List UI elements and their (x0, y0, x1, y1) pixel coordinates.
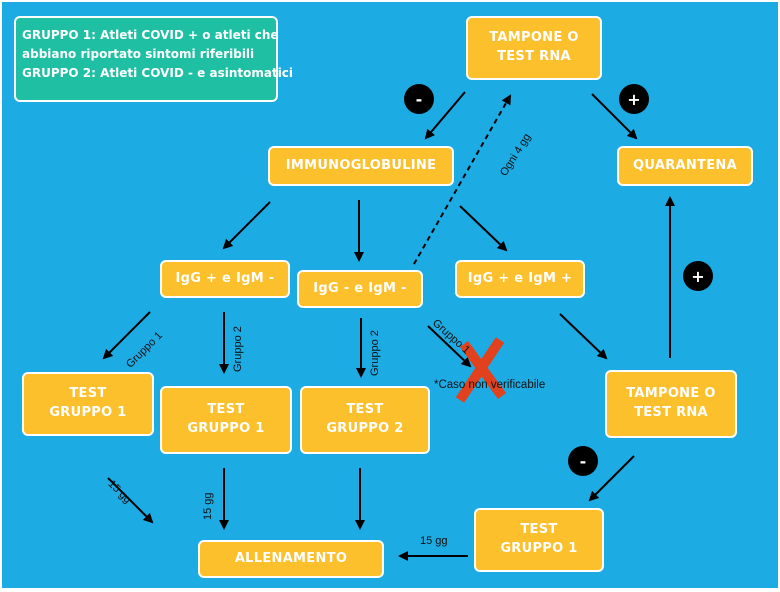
node-allenamento: ALLENAMENTO (198, 540, 384, 578)
node-igg-pos-igm-neg: IgG + e IgM - (160, 260, 290, 298)
label-15gg-mid: 15 gg (202, 492, 214, 520)
arrow-igg-pos-igm-pos-to-tampone (559, 313, 608, 360)
label-15gg-bottom: 15 gg (420, 535, 448, 547)
group-legend: GRUPPO 1: Atleti COVID + o atleti che ab… (14, 16, 294, 102)
node-igg-pos-igm-pos: IgG + e IgM + (455, 260, 585, 298)
label-caso-non-verificabile: *Caso non verificabile (434, 379, 546, 391)
arrow-immuno-to-igg-pos-igm-neg (222, 201, 271, 250)
node-test-gruppo1-mid: TEST GRUPPO 1 (160, 386, 292, 454)
node-quarantena: QUARANTENA (617, 146, 753, 186)
node-test-gruppo1-bottom: TEST GRUPPO 1 (474, 508, 604, 572)
arrow-igg-pos-to-test-g1-left (102, 311, 151, 360)
legend-line-1: GRUPPO 1: Atleti COVID + o atleti che (22, 28, 279, 42)
plus-sign-top: + (619, 84, 649, 114)
node-tampone-top: TAMPONE O TEST RNA (466, 16, 602, 80)
node-tampone-right: TAMPONE O TEST RNA (605, 370, 737, 438)
arrow-tampone-to-immunoglobuline (424, 91, 466, 140)
node-test-gruppo2: TEST GRUPPO 2 (300, 386, 430, 454)
legend-line-2: abbiano riportato sintomi riferibili (22, 47, 255, 62)
arrow-igg-neg-to-crossed (427, 325, 472, 368)
arrow-tampone-to-quarantena (591, 93, 638, 140)
not-verifiable-cross (455, 337, 507, 403)
arrow-tampone-right-to-test-g1-bottom (588, 455, 635, 502)
minus-sign-top: - (404, 84, 434, 114)
node-igg-neg-igm-neg: IgG - e IgM - (297, 270, 423, 308)
legend-line-3: GRUPPO 2: Atleti COVID - e asintomatici (22, 66, 294, 81)
arrow-immuno-to-igg-pos-igm-pos (459, 205, 508, 252)
node-immunoglobuline: IMMUNOGLOBULINE (268, 146, 454, 186)
label-gruppo2-center: Gruppo 2 (369, 330, 381, 376)
minus-sign-bottom: - (568, 446, 598, 476)
plus-sign-right: + (683, 261, 713, 291)
arrow-test-g1-left-to-allenamento (107, 477, 154, 524)
node-test-gruppo1-left: TEST GRUPPO 1 (22, 372, 154, 436)
label-gruppo2-mid: Gruppo 2 (232, 326, 244, 372)
